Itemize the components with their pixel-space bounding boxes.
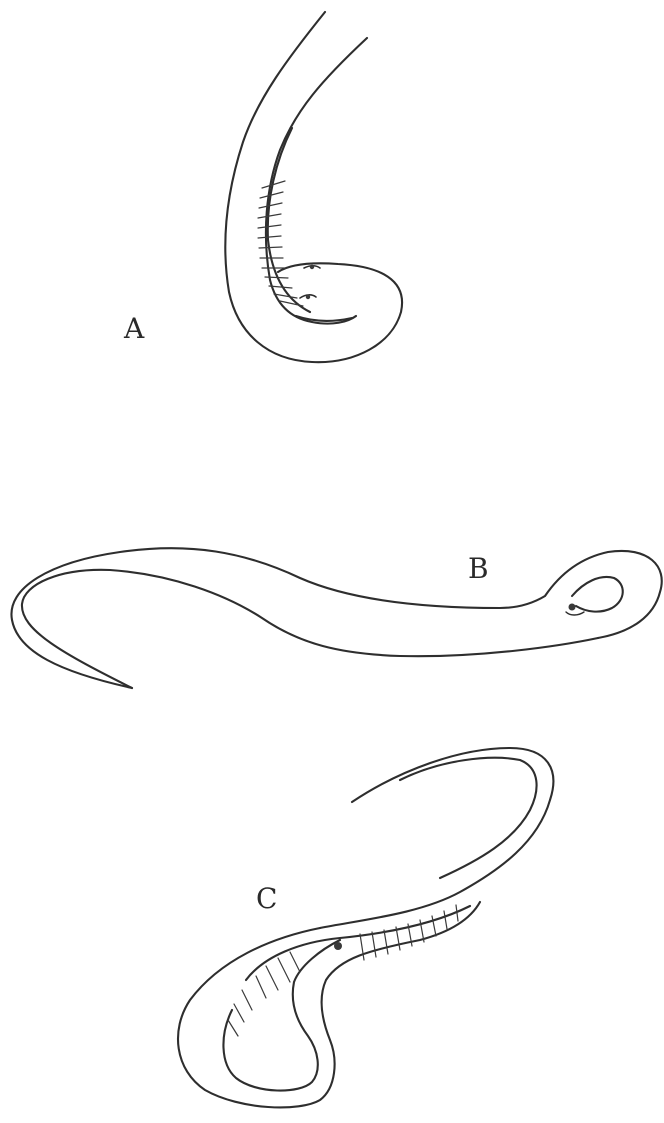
figure-b: B: [11, 548, 661, 688]
figure-c-body: [178, 748, 553, 1107]
figure-b-label: B: [468, 552, 489, 585]
figure-c-marks: [334, 942, 342, 950]
figure-b-body: [11, 548, 661, 688]
figure-c-label: C: [256, 882, 277, 915]
figure-c: C: [178, 748, 553, 1107]
figure-a: A: [123, 12, 402, 362]
figure-a-hatching: [258, 181, 303, 306]
figure-a-label: A: [123, 312, 145, 345]
figure-a-marks: [300, 265, 320, 299]
figure-a-body: [225, 12, 402, 362]
